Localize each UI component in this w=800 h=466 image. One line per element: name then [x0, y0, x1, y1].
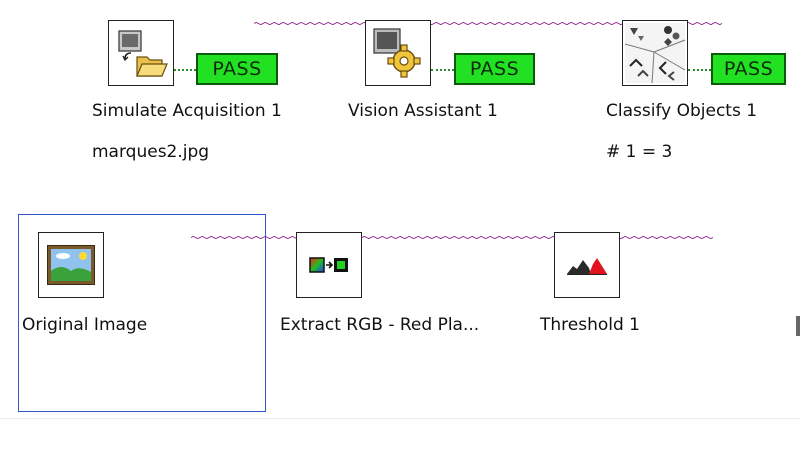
step-detail-result: # 1 = 3	[606, 142, 673, 162]
step-simulate-acquisition[interactable]	[108, 20, 174, 86]
step-label-vision-assistant: Vision Assistant 1	[348, 101, 498, 121]
status-badge-classify-objects: PASS	[711, 53, 786, 85]
status-badge-simulate-acquisition: PASS	[196, 53, 278, 85]
classify-shapes-icon	[624, 23, 686, 84]
panel-separator	[0, 418, 800, 419]
threshold-histogram-icon	[567, 258, 607, 275]
step-extract-rgb[interactable]	[296, 232, 362, 298]
status-connector-1	[174, 69, 196, 71]
step-original-image[interactable]	[38, 232, 104, 298]
landscape-image-icon	[47, 245, 95, 285]
step-label-simulate-acquisition: Simulate Acquisition 1	[92, 101, 282, 121]
step-classify-objects[interactable]	[622, 20, 688, 86]
status-badge-vision-assistant: PASS	[454, 53, 535, 85]
step-detail-filename: marques2.jpg	[92, 142, 210, 162]
step-label-extract-rgb: Extract RGB - Red Pla...	[280, 315, 480, 335]
vision-gear-icon	[373, 28, 421, 78]
step-vision-assistant[interactable]	[365, 20, 431, 86]
folder-acquisition-icon	[118, 30, 168, 77]
clipped-next-step-label	[796, 316, 800, 336]
status-connector-2	[431, 69, 454, 71]
step-label-classify-objects: Classify Objects 1	[606, 101, 758, 121]
step-label-threshold: Threshold 1	[540, 315, 640, 335]
step-threshold[interactable]	[554, 232, 620, 298]
step-label-original-image: Original Image	[22, 315, 148, 335]
selected-step-highlight	[18, 214, 266, 412]
connection-wire-bottom	[190, 236, 714, 239]
extract-rgb-icon	[309, 257, 348, 273]
status-connector-3	[688, 69, 711, 71]
connection-wire-top	[253, 22, 723, 25]
